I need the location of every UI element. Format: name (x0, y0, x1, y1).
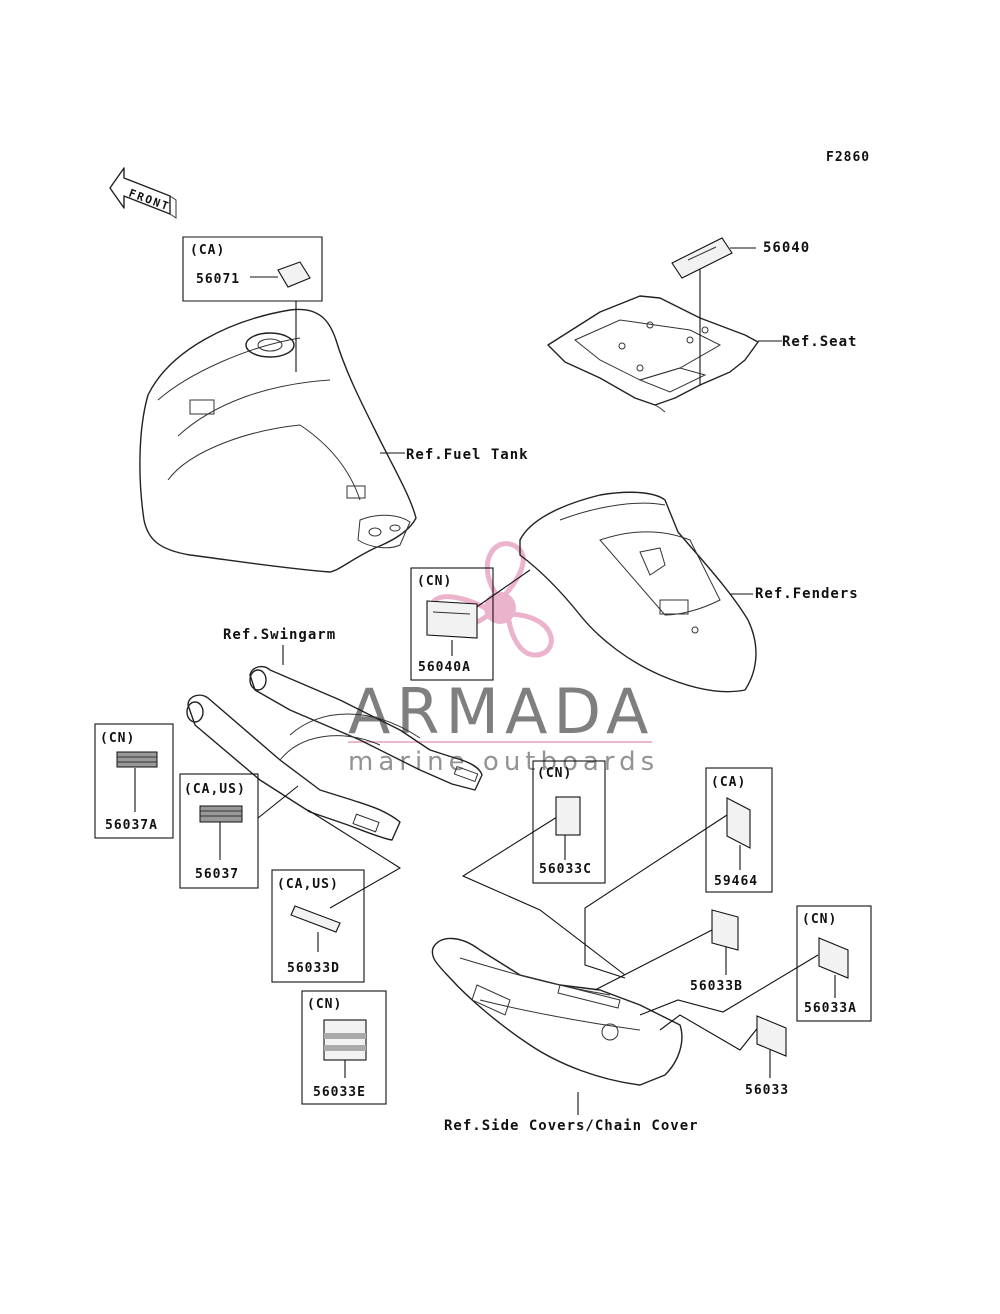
part-56033A[interactable]: (CN) 56033A (796, 905, 872, 1022)
part-56037-code: 56037 (195, 867, 239, 882)
part-56033E-code: 56033E (313, 1085, 366, 1100)
decal-56037 (199, 805, 243, 823)
part-56033C[interactable]: (CN) 56033C (532, 760, 606, 884)
part-59464[interactable]: (CA) 59464 (705, 767, 773, 893)
part-56033-code: 56033 (745, 1083, 789, 1098)
part-56033[interactable]: 56033 (745, 1015, 789, 1098)
part-56037A-code: 56037A (105, 818, 158, 833)
decal-59464 (726, 797, 751, 849)
part-56033B[interactable]: 56033B (690, 909, 743, 994)
part-56040[interactable]: 56040 (671, 237, 810, 279)
part-56037-region: (CA,US) (184, 782, 246, 797)
part-56040A[interactable]: (CN) 56040A (410, 567, 494, 681)
part-56037A[interactable]: (CN) 56037A (94, 723, 174, 839)
figure-code: F2860 (826, 150, 870, 165)
ref-side-covers: Ref.Side Covers/Chain Cover (444, 1118, 699, 1134)
front-label: FRONT (127, 187, 172, 214)
part-56071[interactable]: (CA) 56071 (182, 236, 323, 302)
part-56040A-region: (CN) (417, 574, 452, 589)
part-56071-region: (CA) (190, 243, 225, 258)
part-56037A-region: (CN) (100, 731, 135, 746)
watermark-subtitle: marine outboards (348, 747, 659, 777)
decal-56040A (426, 600, 478, 639)
ref-seat: Ref.Seat (782, 334, 857, 350)
part-56033D-region: (CA,US) (277, 877, 339, 892)
swingarm-drawing (186, 665, 483, 841)
part-56033E[interactable]: (CN) 56033E (301, 990, 387, 1105)
decal-56033C (555, 796, 581, 836)
part-59464-code: 59464 (714, 874, 758, 889)
decal-56071 (277, 261, 311, 288)
part-56040A-code: 56040A (418, 660, 471, 675)
propeller-logo-icon (428, 541, 554, 658)
decal-56033A (818, 937, 849, 979)
part-56033C-code: 56033C (539, 862, 592, 877)
decal-56037A (116, 751, 158, 768)
part-56037[interactable]: (CA,US) 56037 (179, 773, 259, 889)
ref-fuel-tank: Ref.Fuel Tank (406, 447, 529, 463)
decal-56033B (711, 909, 739, 951)
fender-drawing (519, 491, 757, 693)
decal-56033D (290, 905, 341, 933)
side-cover-drawing (431, 937, 683, 1086)
ref-swingarm: Ref.Swingarm (223, 627, 336, 643)
decal-56033E (323, 1019, 367, 1061)
part-56071-code: 56071 (196, 272, 240, 287)
decal-56040 (671, 237, 733, 279)
part-56033D[interactable]: (CA,US) 56033D (271, 869, 365, 983)
watermark-title: ARMADA (348, 675, 654, 748)
part-59464-region: (CA) (711, 775, 746, 790)
part-56033A-region: (CN) (802, 912, 837, 927)
part-56033A-code: 56033A (804, 1001, 857, 1016)
part-56033E-region: (CN) (307, 997, 342, 1012)
decal-56033 (756, 1015, 787, 1057)
part-56040-code: 56040 (763, 240, 810, 256)
seat-drawing (547, 295, 759, 413)
part-56033D-code: 56033D (287, 961, 340, 976)
leader-lines (134, 247, 836, 1115)
part-56033B-code: 56033B (690, 979, 743, 994)
watermark: ARMADA marine outboards (348, 541, 659, 777)
ref-fenders: Ref.Fenders (755, 586, 859, 602)
fuel-tank-drawing (139, 308, 417, 573)
part-56033C-region: (CN) (537, 766, 572, 781)
front-direction-arrow-icon: FRONT (109, 167, 177, 219)
